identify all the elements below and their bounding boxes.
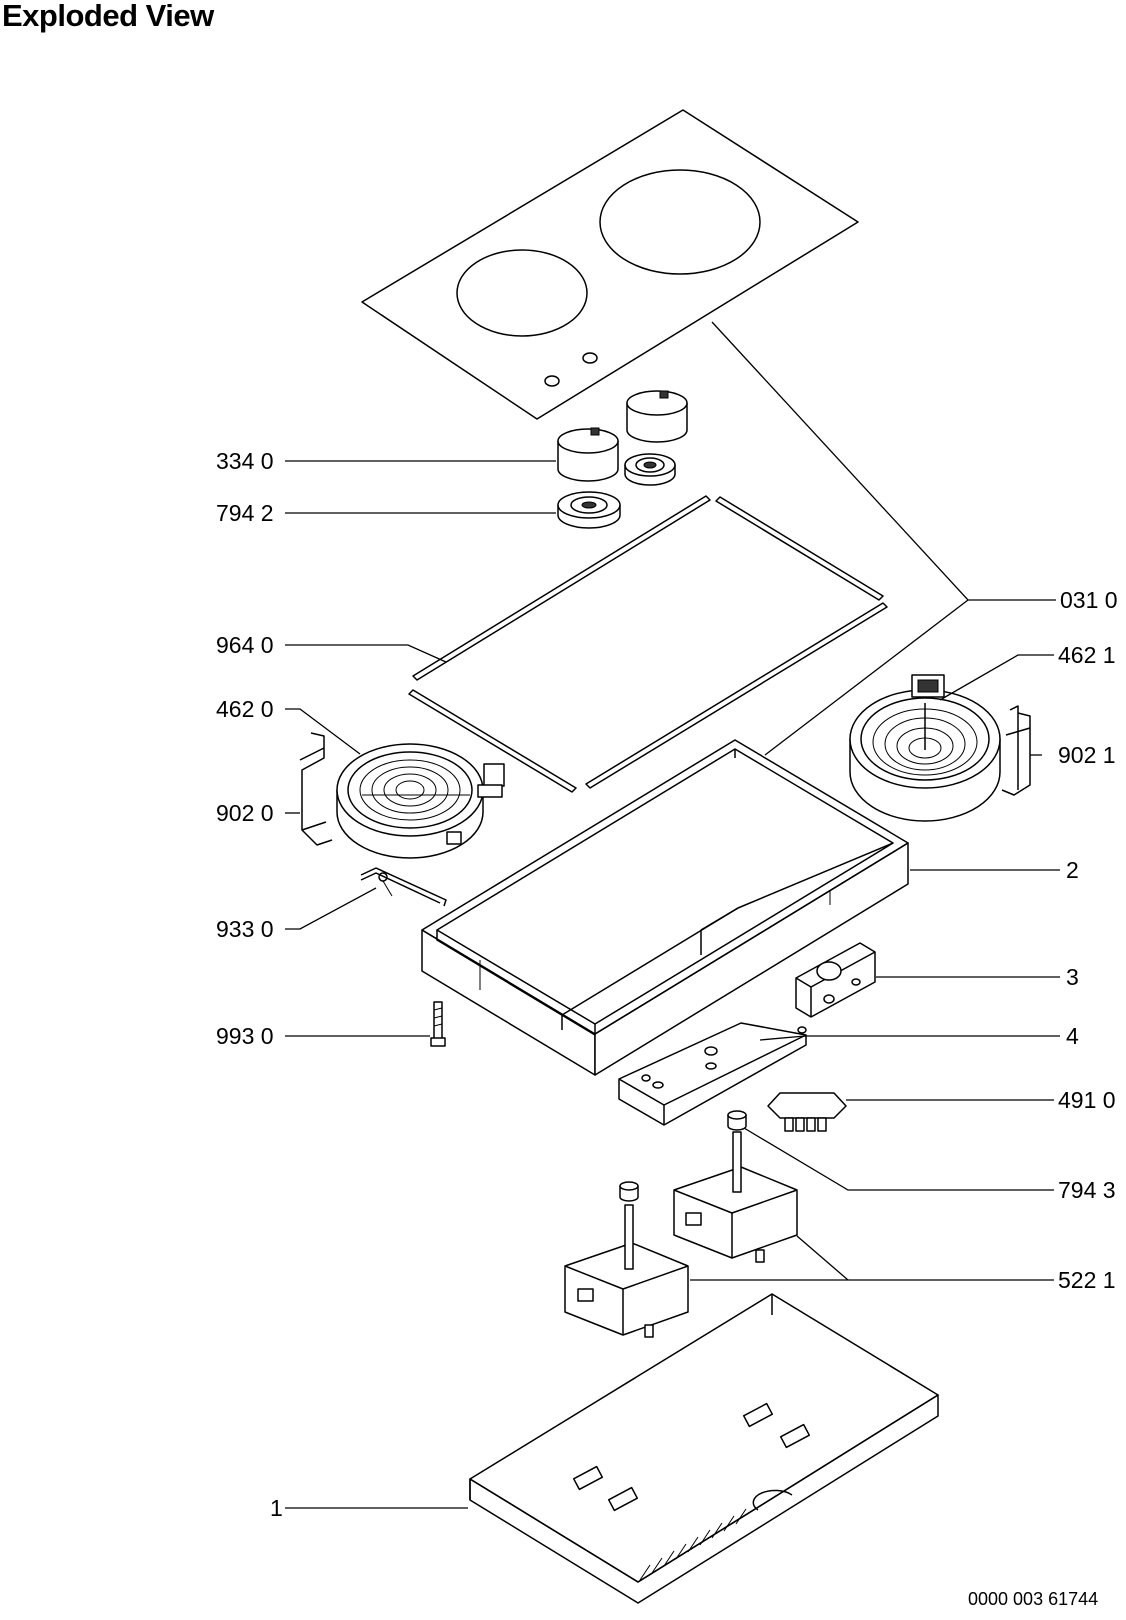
callout-794-2: 794 2 [216, 500, 274, 526]
drawing-code: 0000 003 61744 [968, 1589, 1098, 1609]
heating-element-left [336, 743, 505, 859]
leader-lines [285, 321, 1060, 1509]
switch-holder [795, 942, 876, 1018]
gasket-strips [408, 495, 888, 793]
page-title: Exploded View [2, 0, 214, 33]
terminal-block [767, 1092, 847, 1132]
callout-3: 3 [1066, 964, 1079, 990]
callout-902-1: 902 1 [1058, 742, 1116, 768]
bracket-right [1001, 705, 1031, 796]
callout-462-1: 462 1 [1058, 642, 1116, 668]
glass-cooktop [361, 109, 859, 420]
control-knobs [557, 390, 688, 482]
energy-regulators [564, 1131, 798, 1338]
callout-993-0: 993 0 [216, 1023, 274, 1049]
mounting-plate [618, 1022, 807, 1126]
bottom-tray [469, 1293, 939, 1604]
callout-1: 1 [270, 1495, 283, 1521]
callout-933-0: 933 0 [216, 916, 274, 942]
callout-labels: 334 0 794 2 964 0 462 0 902 0 933 0 993 … [216, 448, 1118, 1609]
callout-491-0: 491 0 [1058, 1087, 1116, 1113]
callout-902-0: 902 0 [216, 800, 274, 826]
callout-462-0: 462 0 [216, 696, 274, 722]
housing-frame [421, 739, 909, 1076]
callout-334-0: 334 0 [216, 448, 274, 474]
callout-2: 2 [1066, 857, 1079, 883]
callout-964-0: 964 0 [216, 632, 274, 658]
bracket-left [299, 732, 333, 846]
clip [360, 867, 447, 907]
knob-bezels [557, 453, 676, 529]
heating-element-right [849, 674, 1001, 822]
callout-794-3: 794 3 [1058, 1177, 1116, 1203]
callout-4: 4 [1066, 1023, 1079, 1049]
callout-031-0: 031 0 [1060, 587, 1118, 613]
screw [430, 1001, 446, 1047]
callout-522-1: 522 1 [1058, 1267, 1116, 1293]
spacers [619, 1110, 747, 1202]
